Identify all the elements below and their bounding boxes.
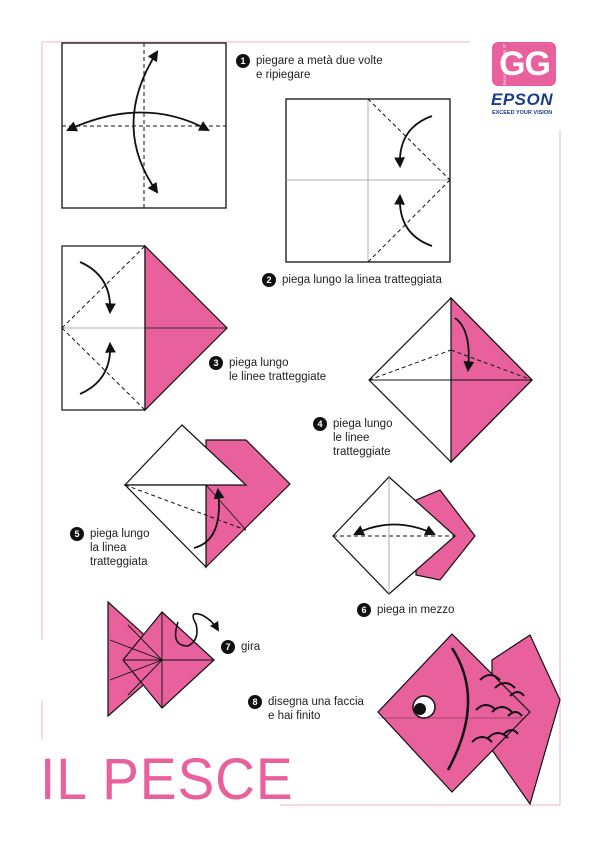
epson-tagline: EXCEED YOUR VISION [491, 110, 553, 116]
epson-brand: EPSON [490, 90, 554, 109]
step-text: e hai finito [268, 710, 321, 722]
step-text: piega lungo [90, 528, 150, 540]
step-text: piega lungo la linea tratteggiata [282, 274, 442, 286]
gg-side-text: GRANDIGENITORI.IT [502, 44, 507, 89]
step6-diagram [332, 476, 476, 595]
step8-fish [377, 633, 561, 806]
step-text: tratteggiate [333, 446, 391, 458]
step1-diagram [61, 42, 227, 209]
step-text: tratteggiata [90, 556, 148, 568]
step-text: le linee [333, 432, 370, 444]
step4-diagram [368, 296, 533, 464]
step-text: piegare a metà due volte [256, 55, 383, 67]
step-number: 3 [209, 356, 223, 370]
step-6-label: 6 piega in mezzo [357, 603, 454, 617]
gg-text: GG [499, 44, 551, 83]
step3-diagram [61, 244, 228, 412]
step-text: gira [241, 641, 261, 653]
step5-diagram [123, 424, 291, 569]
step-number: 4 [313, 417, 327, 431]
step-text: e ripiegare [256, 69, 311, 81]
step-text: le linee tratteggiate [229, 371, 327, 383]
step2-diagram [285, 98, 451, 263]
step-text: piega in mezzo [377, 604, 455, 616]
page-title: IL PESCE [40, 747, 294, 812]
step-text: la linea [90, 542, 127, 554]
step-3-label: 3 piega lungo le linee tratteggiate [209, 356, 326, 384]
step-7-label: 7 gira [221, 640, 260, 654]
step-number: 6 [357, 603, 371, 617]
step-4-label: 4 piega lungo le linee tratteggiate [313, 417, 392, 459]
step-1-label: 1 piegare a metà due volte e ripiegare [236, 54, 383, 82]
step-number: 1 [236, 54, 250, 68]
step-text: disegna una faccia [268, 696, 364, 708]
step-2-label: 2 piega lungo la linea tratteggiata [262, 273, 442, 287]
step-number: 2 [262, 273, 276, 287]
step-number: 5 [70, 527, 84, 541]
step7-diagram [107, 600, 219, 718]
gg-logo: GRANDIGENITORI.IT GG [492, 42, 556, 89]
step-number: 7 [221, 640, 235, 654]
step-text: piega lungo [333, 418, 393, 430]
epson-logo: GRANDIGENITORI.IT GG EPSON EXCEED YOUR V… [484, 42, 560, 122]
step-text: piega lungo [229, 357, 289, 369]
frame-lines [41, 41, 561, 806]
step-5-label: 5 piega lungo la linea tratteggiata [70, 527, 149, 569]
step-8-label: 8 disegna una faccia e hai finito [248, 695, 364, 723]
step-number: 8 [248, 695, 262, 709]
